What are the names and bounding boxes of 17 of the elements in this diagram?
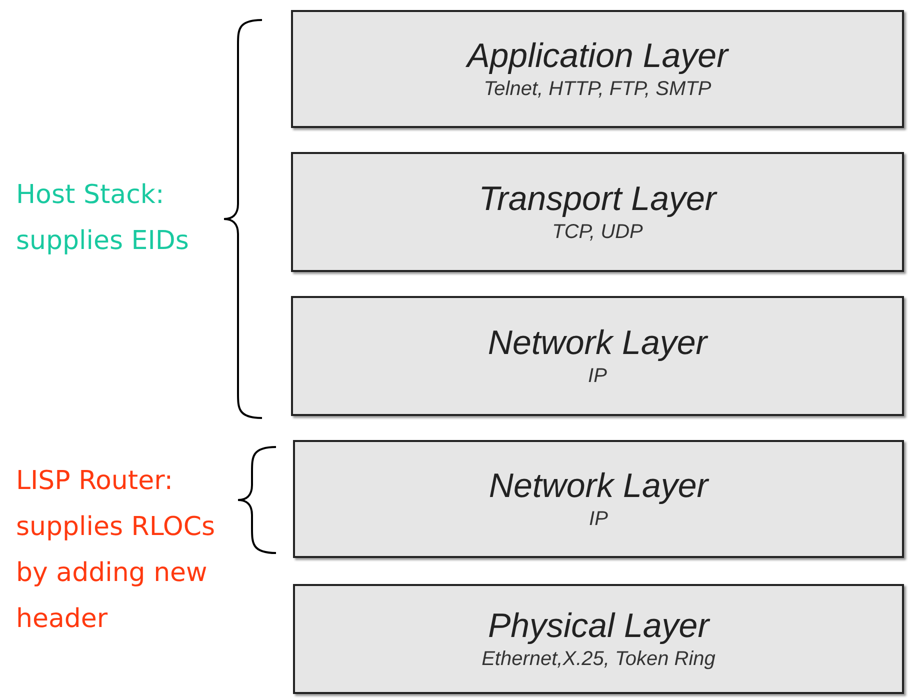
layer-title: Network Layer [488,324,708,364]
layer-title: Transport Layer [478,180,716,220]
layer-box [291,296,904,416]
layer-title: Application Layer [467,37,728,77]
layer-title: Network Layer [488,467,708,507]
group-label: Host Stack: supplies EIDs [16,179,190,258]
layer-title: Physical Layer [488,607,710,647]
protocol-list: TCP, UDP [552,220,643,244]
layer-box [291,152,904,272]
layer-box [291,10,904,128]
protocol-list: IP [589,506,608,531]
layer-box [293,584,904,694]
protocol-list: Telnet, HTTP, FTP, SMTP [484,76,712,101]
protocol-list: IP [588,364,607,388]
layer-box [293,440,904,558]
protocol-list: Ethernet,X.25, Token Ring [482,646,716,671]
group-label: LISP Router: supplies RLOCs by adding new header [16,465,216,636]
